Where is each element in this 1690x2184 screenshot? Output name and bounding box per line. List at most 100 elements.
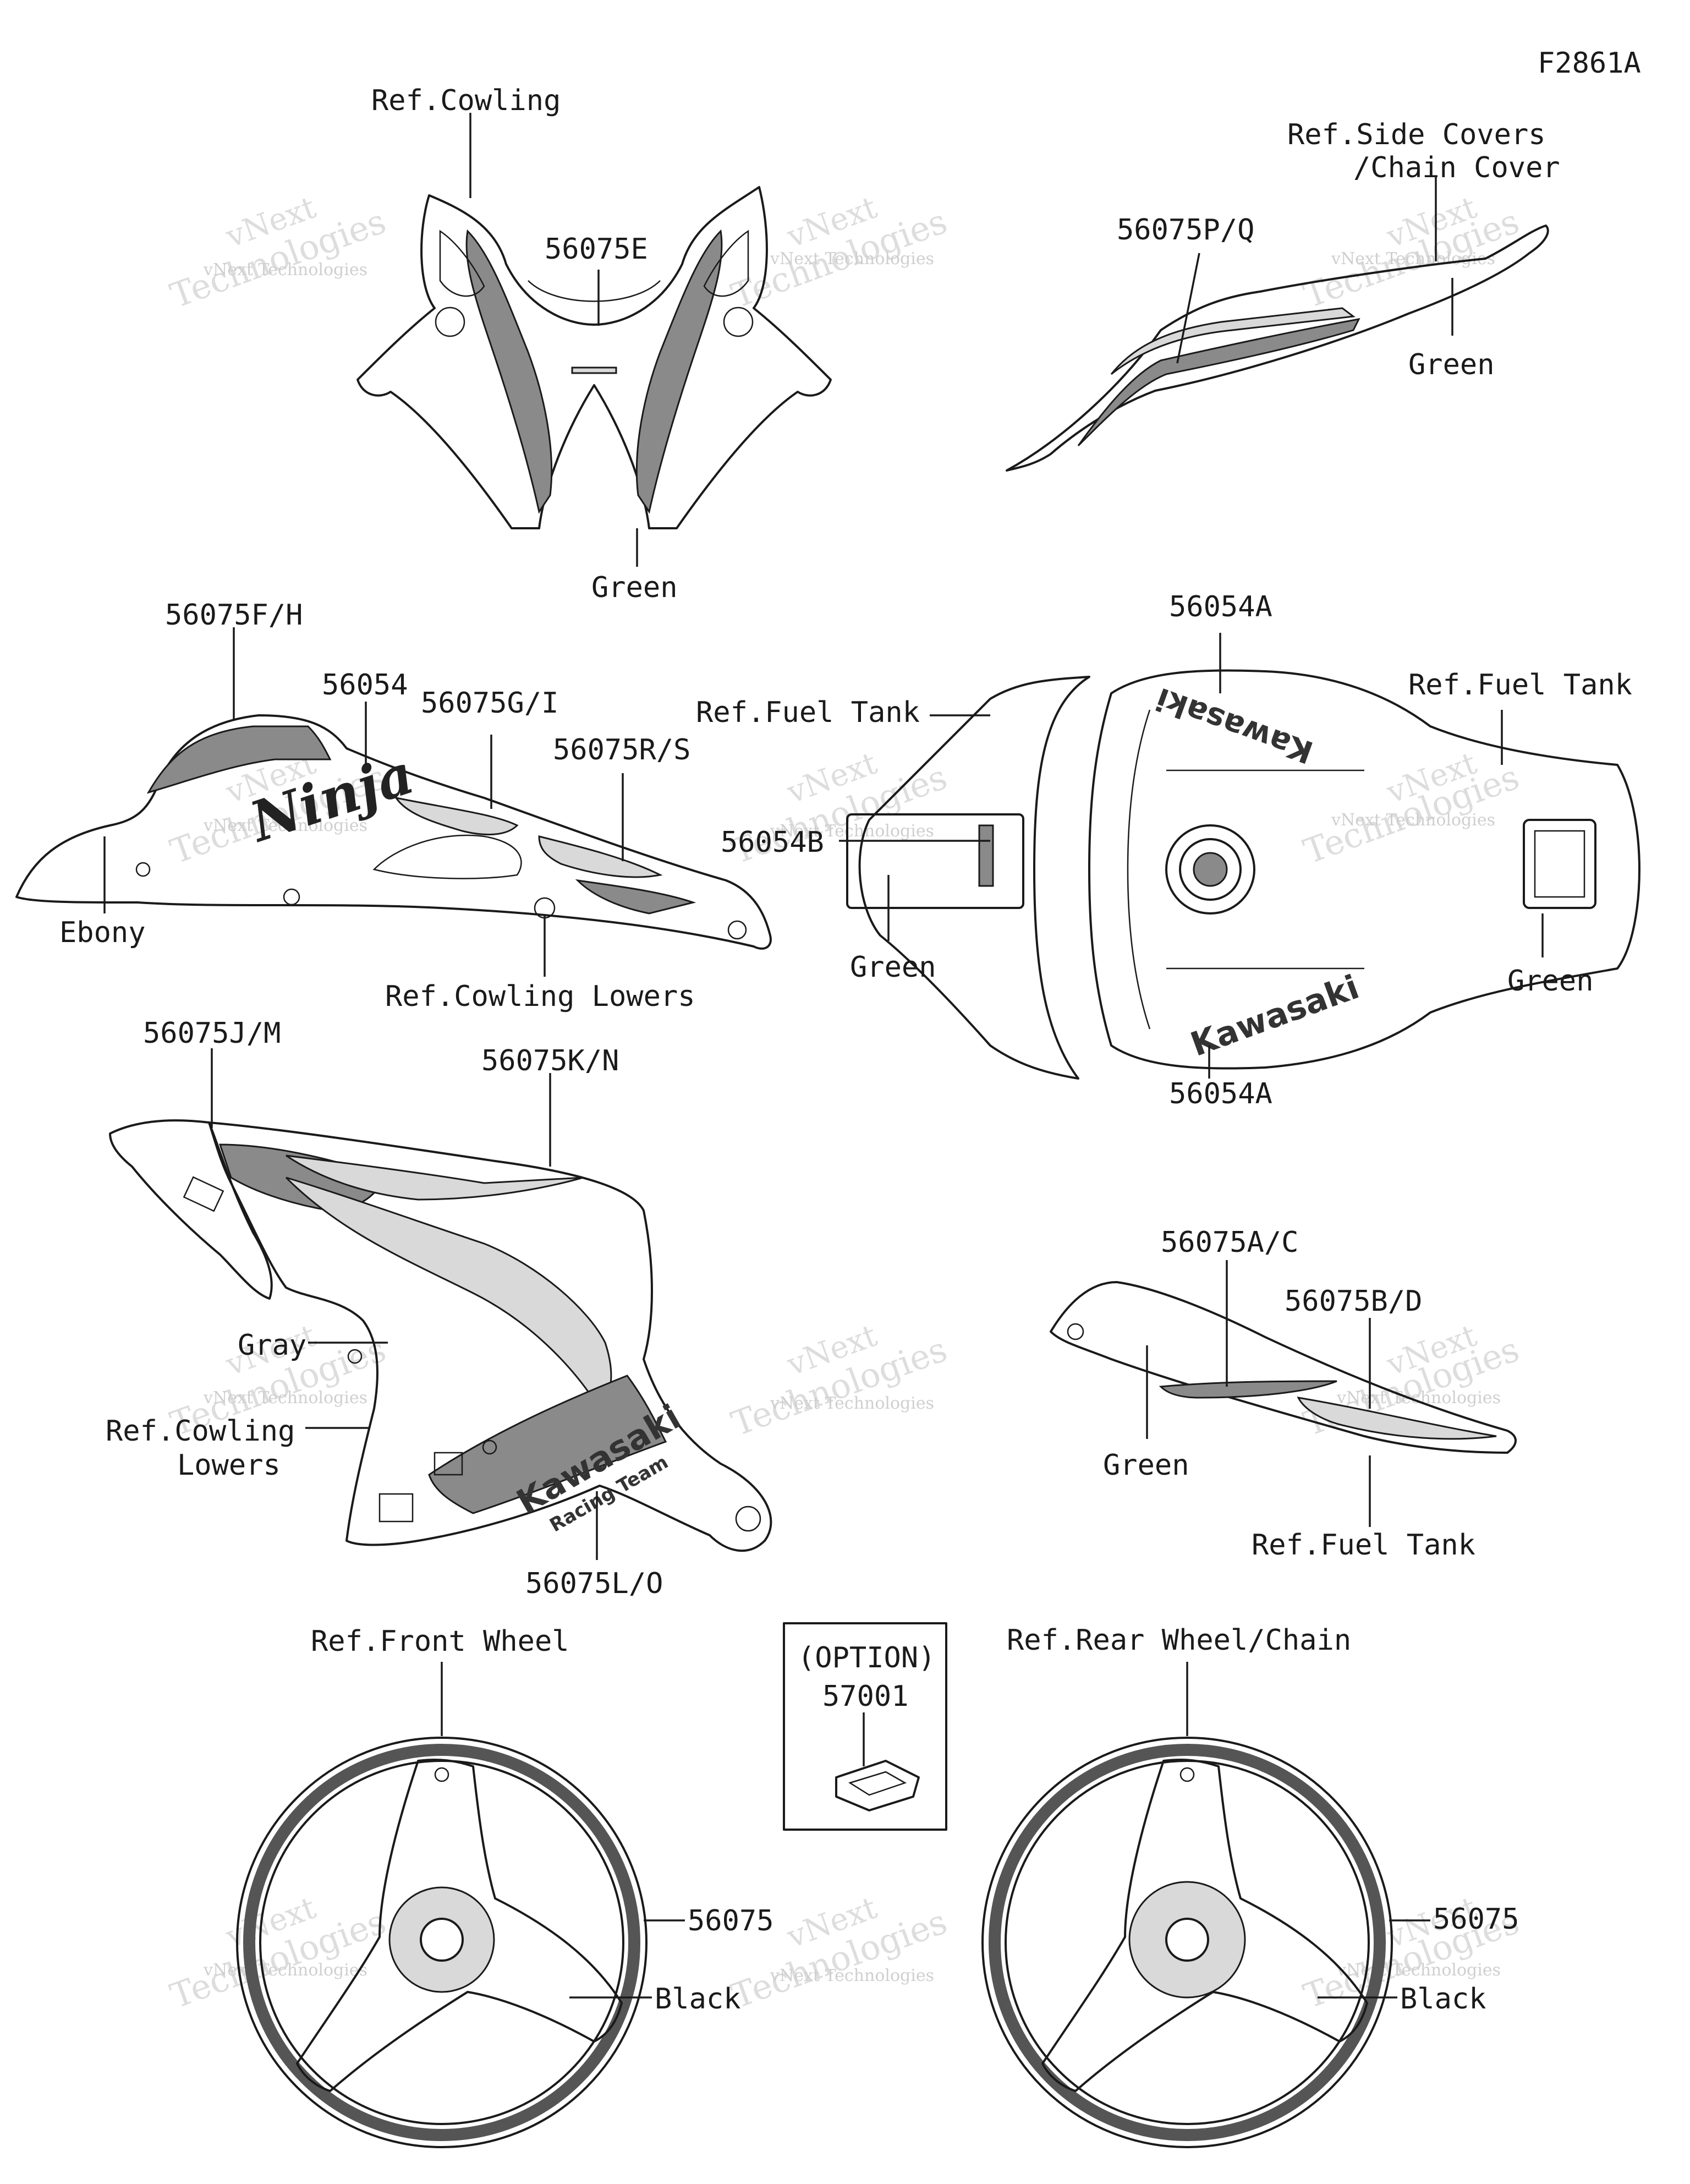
label-ref-cowling-lowers-2b: Lowers [177,1449,281,1482]
fuel-tank-inner-line [1127,709,1151,1030]
label-56054a-top: 56054A [1169,590,1272,623]
lower-cowling-frame-slot [183,1176,224,1212]
figure-code: F2861A [1538,47,1641,80]
svg-text:vNext Technologies: vNext Technologies [203,1961,367,1980]
label-tank-side-green: Green [1103,1449,1189,1482]
label-tank-green-right: Green [1507,965,1594,998]
side-cowling-bolt-3 [727,920,747,940]
tail-side-covers: Ref.Side Covers /Chain Cover 56075P/Q Gr… [1006,118,1560,472]
svg-text:vNext Technologies: vNext Technologies [1336,1961,1501,1980]
fuel-tank-cover-plate [846,813,1024,909]
side-cowling-stripe-3 [575,879,696,915]
svg-text:vNext Technologies: vNext Technologies [1331,249,1495,269]
label-56054: 56054 [322,669,408,702]
label-56054a-bottom: 56054A [1169,1077,1272,1110]
label-upper-green: Green [591,571,678,604]
label-ref-fuel-tank-3: Ref.Fuel Tank [1252,1529,1475,1562]
front-wheel-spokes [296,1759,623,2092]
label-rear-black: Black [1400,1983,1486,2016]
tank-side-stripe-a [1159,1380,1337,1399]
label-ref-cowling: Ref.Cowling [371,84,561,117]
side-cowling-stripe-1 [394,796,519,835]
tank-side-outline [1050,1281,1517,1454]
label-tank-green-left: Green [850,951,936,984]
svg-text:vNext Technologies: vNext Technologies [1331,811,1495,830]
rear-wheel-tire-outer [981,1737,1393,2148]
label-56075jm: 56075J/M [143,1017,281,1050]
label-56075ac: 56075A/C [1161,1226,1298,1259]
svg-text:vNext Technologies: vNext Technologies [203,260,367,280]
label-ref-side-covers-1: Ref.Side Covers [1287,118,1546,151]
leader-56075pq [1176,253,1200,364]
option-bracket-part [835,1760,920,1811]
svg-text:vNext Technologies: vNext Technologies [770,1966,934,1985]
fuel-tank-bracket [1523,819,1596,909]
svg-text:vNext Technologies: vNext Technologies [770,249,934,269]
label-56075e: 56075E [545,233,648,266]
option-box: (OPTION) 57001 [783,1622,947,1831]
label-ref-fuel-tank-left: Ref.Fuel Tank [696,696,920,729]
lower-cowling-outline [208,1121,772,1552]
fuel-tank-main [1088,669,1640,1070]
rear-wheel-spokes [1041,1759,1368,2092]
label-56054b: 56054B [721,826,824,859]
tank-side-stripe-b [1297,1397,1497,1440]
fuel-cap-inner [1179,838,1242,901]
tank-side-bolt [1067,1323,1084,1340]
label-ref-fuel-tank-right: Ref.Fuel Tank [1408,669,1632,702]
side-cowling-bolt-1 [283,888,300,906]
upper-cowling-right-stripe [635,229,723,514]
front-wheel-tire-outer [236,1737,648,2148]
rear-wheel: Ref.Rear Wheel/Chain 56075 Black [981,1624,1519,2148]
lower-cowling-stripe-a [286,1154,584,1201]
tank-side-cover: 56075A/C 56075B/D Green Ref.Fuel Tank [1050,1226,1517,1562]
label-front-black: Black [655,1983,741,2016]
upper-cowling-outline [356,186,832,529]
label-rear-56075: 56075 [1433,1903,1519,1936]
upper-cowling-left-mount [435,306,465,337]
side-cowling-bolt-4 [135,862,151,877]
fuel-tank-cover-decal [978,824,994,887]
side-cowling-inner-vent [372,834,522,879]
upper-cowling-right-mount [723,306,754,337]
front-wheel-valve [434,1767,449,1782]
rear-wheel-rim-decal [989,1744,1386,2141]
front-wheel-axle [420,1918,464,1962]
label-ref-cowling-lowers-2a: Ref.Cowling [106,1415,295,1448]
label-57001: 57001 [822,1680,909,1713]
svg-text:vNext Technologies: vNext Technologies [203,1388,367,1408]
fuel-tank-bracket-inner [1534,830,1585,898]
option-box-frame [783,1622,947,1831]
rear-wheel-axle [1165,1918,1209,1962]
label-tail-green: Green [1408,348,1495,381]
front-wheel-rim-decal [243,1744,640,2141]
lower-cowling-square-1 [378,1493,414,1523]
fuel-cap-lock [1193,852,1228,887]
upper-cowling-left-duct [439,229,485,297]
upper-cowling-right-duct [703,229,749,297]
tail-decal-panel [1110,307,1356,375]
label-56075fh: 56075F/H [165,599,303,632]
tail-outline [1006,225,1549,472]
front-wheel: Ref.Front Wheel 56075 Black [236,1625,774,2148]
label-option: (OPTION) [798,1641,935,1674]
upper-cowling-windscreen-edge [528,280,661,302]
upper-cowling-badge [571,366,617,374]
svg-text:vNext Technologies: vNext Technologies [770,822,934,841]
upper-cowling-left-stripe [465,229,553,514]
label-56075bd: 56075B/D [1285,1285,1422,1318]
label-ref-cowling-lowers: Ref.Cowling Lowers [385,980,695,1013]
label-56075kn: 56075K/N [481,1044,619,1077]
fuel-cap-outer [1165,824,1255,915]
rear-wheel-valve [1179,1767,1195,1782]
side-cowling-top-decal [146,725,332,794]
label-front-56075: 56075 [688,1904,774,1937]
option-bracket-slot [848,1771,907,1796]
lower-cowling-bolt-2 [482,1439,497,1455]
svg-text:vNext Technologies: vNext Technologies [1336,1388,1501,1408]
lower-cowling-bolt-3 [347,1349,363,1364]
label-ref-rear-wheel: Ref.Rear Wheel/Chain [1007,1624,1351,1657]
lower-cowling-upper-decal [218,1143,387,1212]
label-ref-front-wheel: Ref.Front Wheel [311,1625,569,1658]
